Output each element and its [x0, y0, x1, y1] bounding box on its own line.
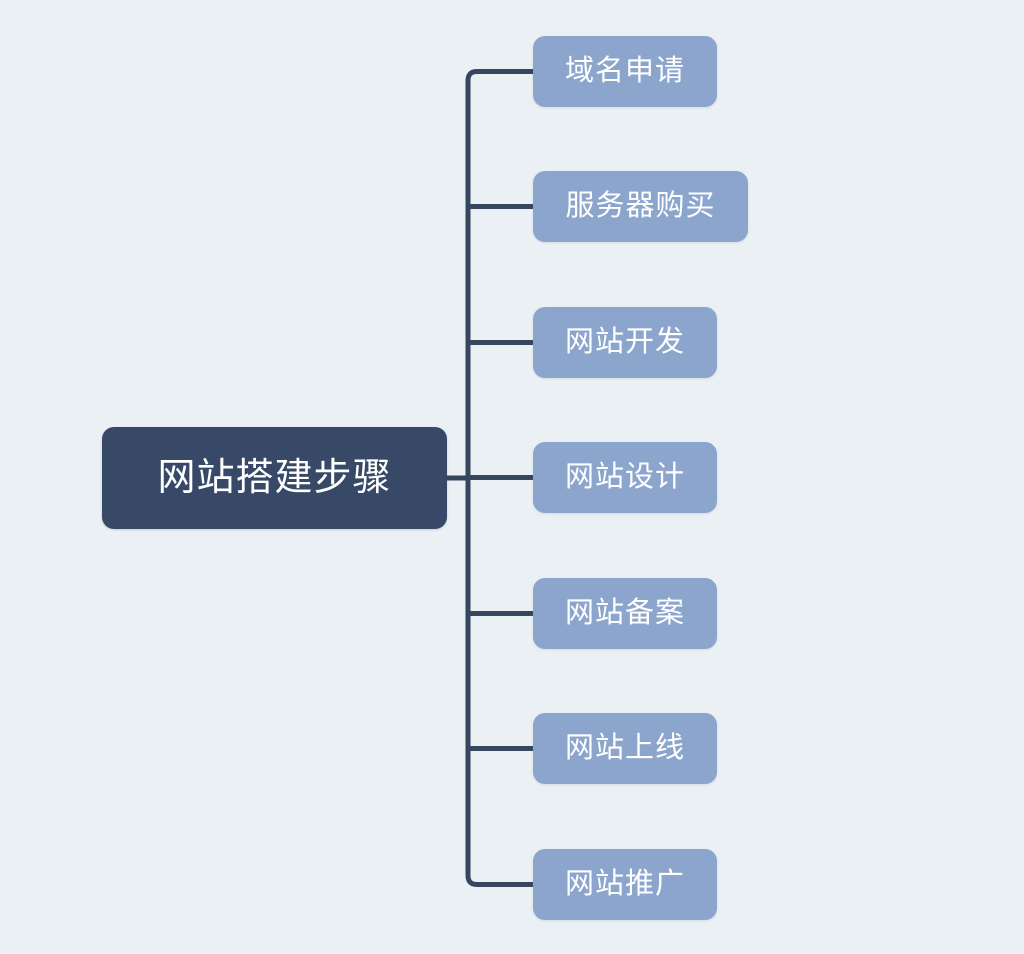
mindmap-child-node-6[interactable]: 网站上线	[533, 713, 717, 784]
mindmap-child-node-2[interactable]: 服务器购买	[533, 171, 748, 242]
mindmap-child-node-1[interactable]: 域名申请	[533, 36, 717, 107]
connector-branch-1	[465, 69, 536, 83]
mindmap-child-node-3[interactable]: 网站开发	[533, 307, 717, 378]
mindmap-child-node-4[interactable]: 网站设计	[533, 442, 717, 513]
connector-branch-7	[465, 873, 536, 887]
mindmap-root-node[interactable]: 网站搭建步骤	[102, 427, 447, 529]
mindmap-child-node-7[interactable]: 网站推广	[533, 849, 717, 920]
mindmap-child-node-5[interactable]: 网站备案	[533, 578, 717, 649]
